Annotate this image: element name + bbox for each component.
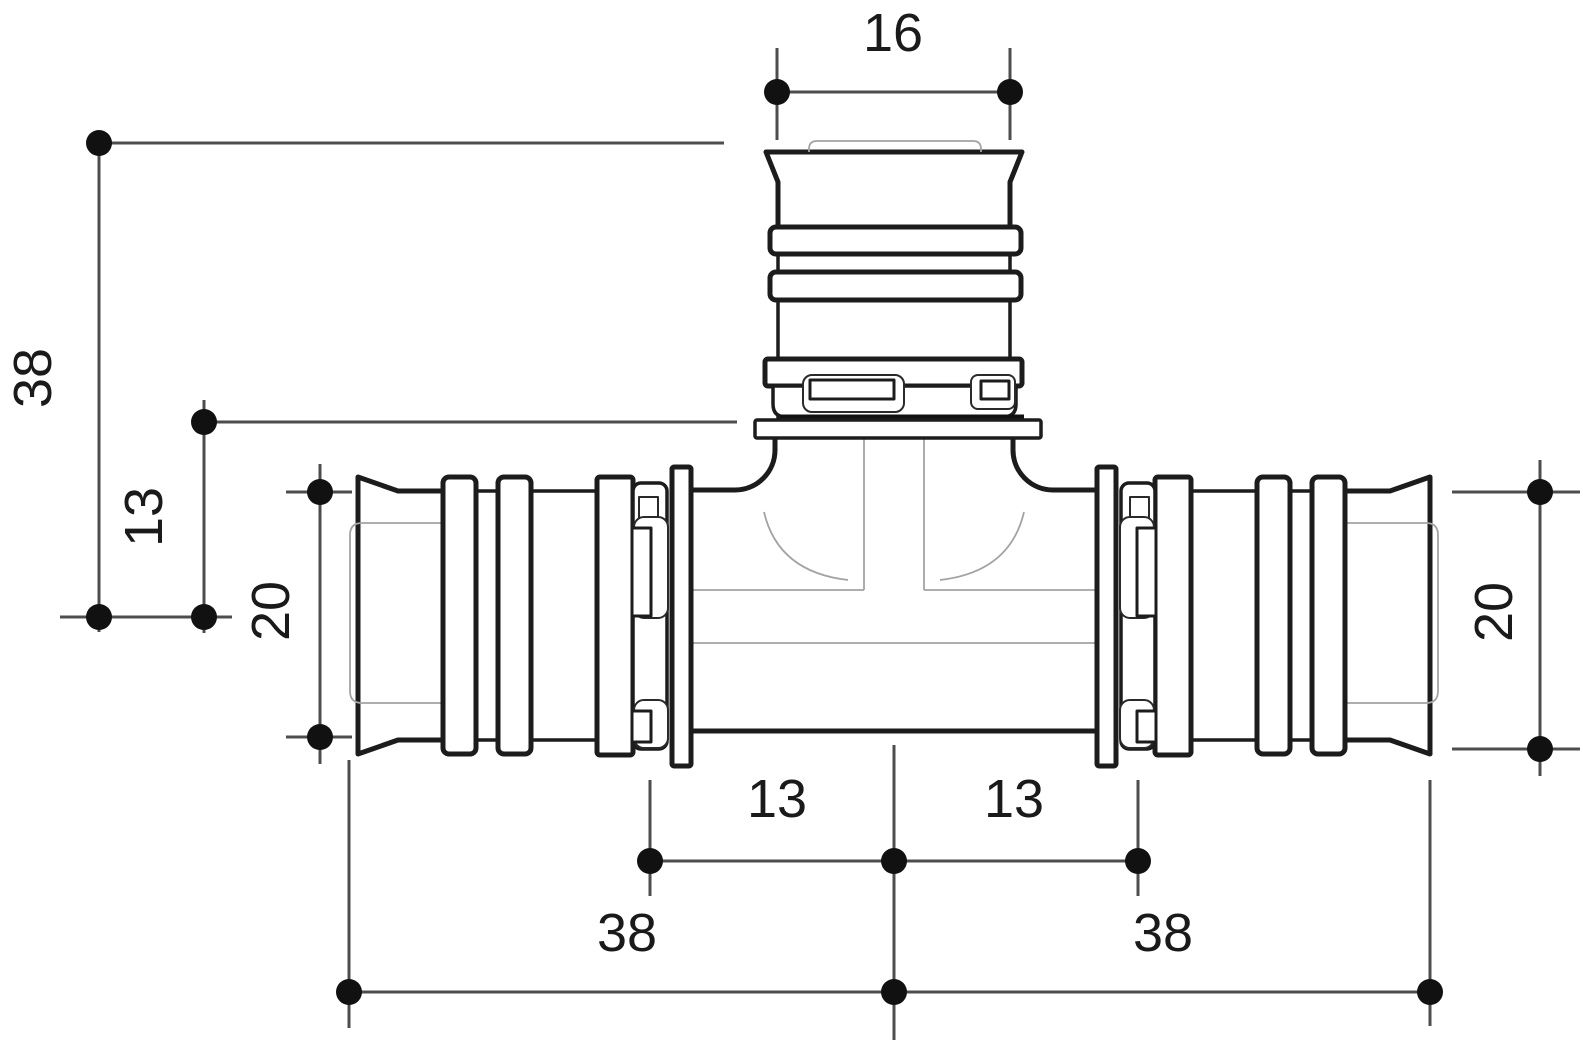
- dimension-point: [307, 724, 333, 750]
- top-press-sleeve: [753, 140, 1043, 440]
- window-upper: [630, 526, 653, 618]
- sleeve-flare-end: [763, 149, 1025, 233]
- press-ring-2: [767, 269, 1024, 303]
- dimension-point: [86, 130, 112, 156]
- left-press-sleeve: [349, 464, 694, 769]
- window-lower: [630, 709, 653, 744]
- press-ring-2: [495, 474, 534, 757]
- pipe-liner-construction: [349, 522, 445, 704]
- dimension-point: [1527, 736, 1553, 762]
- dim-label-right-pipe-diameter: 20: [1464, 582, 1524, 642]
- press-ring-1: [767, 224, 1024, 257]
- collar-inspection-windows: [630, 496, 669, 749]
- dimension-bottom-center-offsets: 13 13: [637, 745, 1151, 1040]
- dimension-lines: [1452, 460, 1580, 776]
- fitting-tee-body: [687, 434, 1101, 734]
- window-right: [979, 379, 1011, 401]
- dimension-point: [764, 79, 790, 105]
- dimension-lines: [202, 400, 737, 633]
- collar-inspection-windows: [802, 374, 1016, 413]
- dimension-point: [191, 604, 217, 630]
- sleeve-flange-plate: [753, 418, 1043, 440]
- dimension-point: [1527, 479, 1553, 505]
- dim-label-top-width: 16: [863, 3, 923, 63]
- dimension-left-pipe-diameter: 20: [241, 464, 352, 764]
- dimension-point: [191, 409, 217, 435]
- dim-label-left-pipe-diameter: 20: [241, 581, 301, 641]
- dimension-point: [881, 848, 907, 874]
- dimension-point: [1417, 979, 1443, 1005]
- dimension-point: [336, 979, 362, 1005]
- dim-label-bottom-right-length: 38: [1133, 903, 1193, 963]
- dim-label-bottom-left-length: 38: [597, 903, 657, 963]
- dim-label-left-total-height: 38: [3, 348, 63, 408]
- dimension-point: [307, 479, 333, 505]
- dim-label-bottom-center-right-offset: 13: [984, 769, 1044, 829]
- dimension-point: [881, 979, 907, 1005]
- window-left: [808, 378, 896, 401]
- dim-label-bottom-center-left-offset: 13: [747, 769, 807, 829]
- dimension-point: [997, 79, 1023, 105]
- sleeve-flare-end: [355, 474, 446, 757]
- right-press-sleeve: [1097, 467, 1438, 766]
- dimension-point: [86, 604, 112, 630]
- pipe-liner-construction: [808, 140, 982, 152]
- tee-body-outline: [687, 434, 1101, 734]
- dimension-lines: [648, 745, 1140, 1040]
- dimension-top-width: 16: [764, 3, 1023, 140]
- dimension-point: [1125, 848, 1151, 874]
- dim-label-left-center-offset: 13: [114, 487, 174, 547]
- dimension-bottom-lengths: 38 38: [336, 760, 1443, 1028]
- sleeve-collar: [594, 474, 636, 758]
- press-ring-1: [440, 474, 479, 757]
- dimension-left-center-offset: 13: [114, 400, 737, 633]
- dimension-point: [637, 848, 663, 874]
- tee-body-bore-lines: [690, 437, 1098, 644]
- dimension-right-pipe-diameter: 20: [1452, 460, 1580, 776]
- sleeve-flange-plate: [669, 464, 694, 769]
